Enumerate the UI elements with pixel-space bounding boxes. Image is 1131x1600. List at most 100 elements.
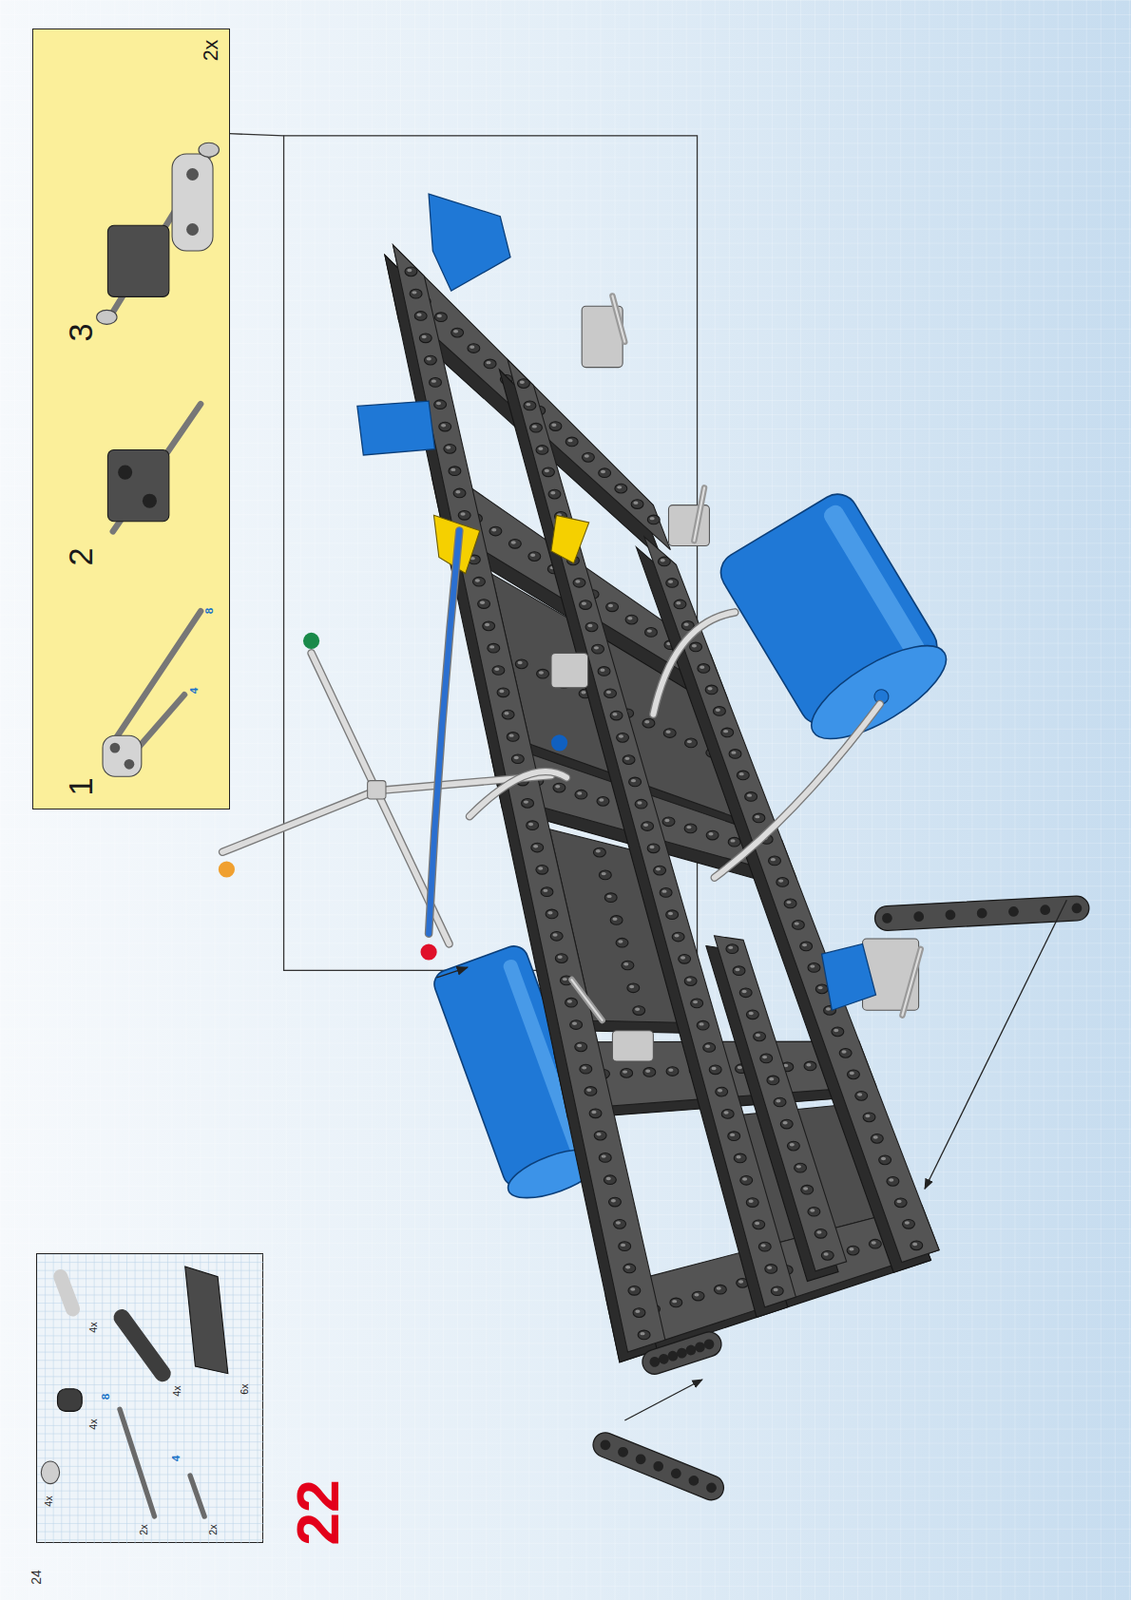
stud-highlight: [627, 616, 633, 620]
stud: [526, 821, 539, 831]
stud: [705, 685, 718, 695]
block-hole: [142, 494, 157, 509]
tube-outline: [652, 612, 735, 714]
grid-line: [37, 1523, 266, 1525]
stud-highlight: [671, 1300, 677, 1304]
stud: [800, 941, 813, 952]
stud-highlight: [761, 1244, 767, 1247]
axle-length: 8: [204, 608, 216, 615]
grid-line: [37, 1514, 266, 1516]
grid-line: [183, 1254, 185, 1545]
parts-list-box: 4x4x842x2x4x4x6x: [36, 1253, 265, 1544]
stud-highlight: [775, 1099, 781, 1103]
tube-outline: [714, 704, 881, 879]
grid-line: [37, 1417, 266, 1419]
callout-leader: [230, 134, 285, 136]
stud: [670, 1298, 683, 1308]
stud-highlight: [544, 469, 550, 473]
stud-highlight: [557, 956, 563, 959]
stud: [565, 997, 578, 1008]
beam-body: [874, 895, 1091, 932]
stud-highlight: [547, 911, 553, 915]
stud-highlight: [595, 1132, 601, 1136]
stud-highlight: [611, 1199, 616, 1203]
stud: [629, 777, 642, 787]
stud: [786, 1141, 800, 1151]
stud: [515, 659, 528, 670]
stud: [868, 1239, 882, 1249]
stud: [536, 445, 549, 456]
stud: [791, 920, 805, 931]
stud-highlight: [693, 1293, 699, 1297]
stud-highlight: [644, 720, 650, 724]
bush: [40, 1461, 59, 1485]
stud-highlight: [729, 839, 735, 843]
axle-highlight: [693, 487, 705, 541]
stud-highlight: [528, 823, 534, 826]
stud: [684, 977, 697, 987]
stud: [435, 312, 448, 323]
stud: [746, 1010, 759, 1020]
axle-highlight: [612, 295, 625, 342]
stud: [506, 732, 519, 743]
grid-line: [37, 1270, 266, 1272]
liftarm-beam: [589, 1429, 728, 1505]
pneumatic-tube: [652, 612, 735, 714]
tank-highlight: [821, 502, 928, 663]
step-number: 1: [64, 777, 97, 796]
grid-line: [231, 1254, 233, 1545]
stud-highlight: [848, 1247, 854, 1251]
axle: [571, 979, 602, 1021]
stud: [666, 910, 679, 921]
stud-highlight: [426, 357, 432, 361]
stud-highlight: [431, 379, 437, 383]
stud-highlight: [601, 1154, 607, 1158]
stud: [703, 1043, 716, 1054]
stud-highlight: [802, 943, 807, 947]
stud-highlight: [421, 335, 427, 339]
stud: [553, 783, 566, 793]
grid-line: [37, 1254, 39, 1545]
stud: [657, 556, 671, 567]
stud: [489, 526, 502, 537]
liftarm-beam: [874, 895, 1091, 932]
stud-highlight: [612, 917, 617, 921]
stud: [715, 1087, 729, 1097]
grid-line: [126, 1254, 128, 1545]
stud: [776, 878, 789, 888]
stud-highlight: [576, 791, 582, 795]
stud-highlight: [618, 734, 624, 738]
stud: [691, 1291, 705, 1302]
pneumatic-tube: [469, 771, 567, 817]
grid-line: [134, 1254, 135, 1545]
stud: [610, 916, 623, 926]
stud: [760, 1054, 773, 1064]
stud-highlight: [684, 622, 690, 626]
stud-highlight: [728, 946, 733, 950]
block-hole: [118, 465, 134, 480]
brick-1x6: [184, 1266, 228, 1375]
stud: [614, 483, 628, 494]
beam-hole: [913, 911, 924, 922]
stud-highlight: [537, 866, 543, 870]
grid-line: [93, 1254, 95, 1545]
stud-highlight: [634, 1310, 640, 1314]
stud-highlight: [841, 1050, 846, 1054]
stud-highlight: [871, 1241, 877, 1245]
beam-hole: [944, 909, 956, 921]
stud: [604, 689, 617, 699]
beam-body: [639, 1329, 726, 1379]
grey-connector: [612, 1031, 653, 1062]
stud-highlight: [580, 690, 586, 694]
beam-hole: [705, 1481, 719, 1496]
stud-highlight: [668, 579, 673, 583]
stud: [740, 1175, 753, 1186]
stud: [598, 1153, 612, 1164]
stud: [579, 600, 593, 611]
stud: [621, 960, 634, 971]
stud-highlight: [742, 990, 748, 994]
beam-top: [713, 936, 846, 1272]
stud-highlight: [739, 772, 745, 776]
stud-highlight: [747, 793, 752, 797]
stud-highlight: [581, 1066, 587, 1070]
